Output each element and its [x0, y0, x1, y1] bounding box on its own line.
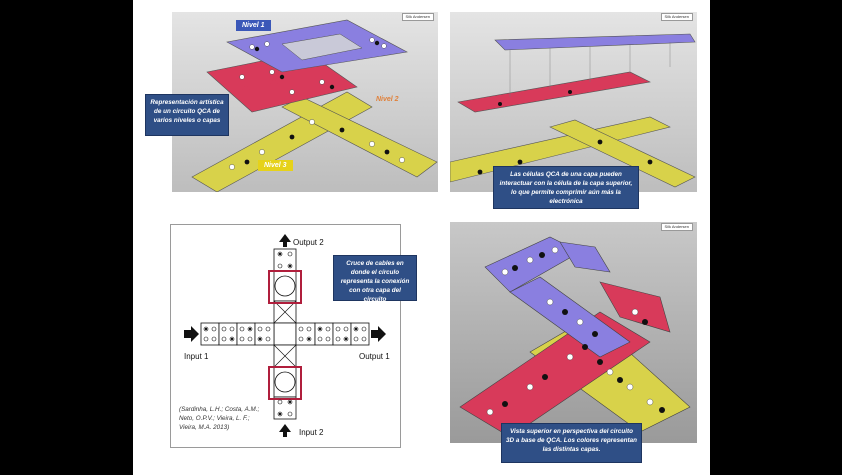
level1-label: Nivel 1	[236, 20, 271, 31]
citation: (Sardinha, L.H.; Costa, A.M.; Neto, O.P.…	[179, 406, 260, 431]
output2-label: Output 2	[293, 238, 324, 247]
arrow-icons	[184, 234, 386, 437]
panel-3d-perspective: Silk Andersen	[450, 222, 697, 443]
panel-multilevel-render: Silk Andersen Nivel 1 Nivel 2 Nivel 3	[172, 12, 438, 192]
level2-label: Nivel 2	[376, 96, 399, 103]
panel-layer-interaction: Silk Andersen	[450, 12, 697, 192]
caption-multilevel: Representación artística de un circuito …	[145, 94, 229, 136]
output1-label: Output 1	[359, 352, 390, 361]
wire-crossing-diagram	[184, 234, 386, 437]
level3-label: Nivel 3	[258, 160, 293, 171]
input2-label: Input 2	[299, 428, 324, 437]
caption-wire-crossing: Cruce de cables en donde el círculo repr…	[333, 255, 417, 303]
watermark: Silk Andersen	[401, 13, 434, 21]
perspective-render-image	[450, 222, 697, 443]
caption-layer-interaction: Las células QCA de una capa pueden inter…	[493, 166, 639, 209]
watermark: Silk Andersen	[660, 223, 693, 231]
watermark: Silk Andersen	[660, 13, 693, 21]
caption-3d-perspective: Vista superior en perspectiva del circui…	[501, 423, 642, 463]
input1-label: Input 1	[184, 352, 209, 361]
layer-interaction-image	[450, 12, 697, 192]
